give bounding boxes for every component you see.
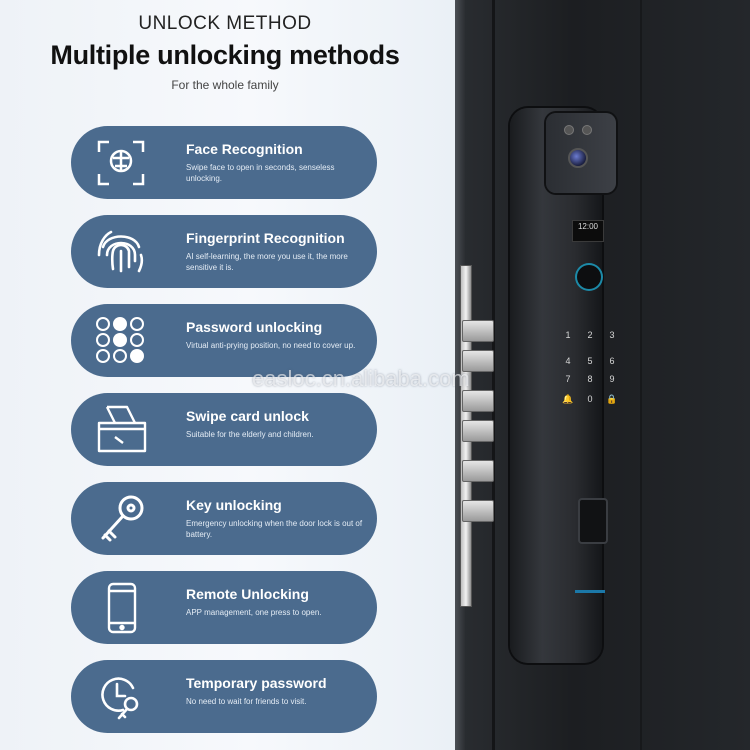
- keypad-key[interactable]: 1: [565, 330, 571, 340]
- method-description: AI self-learning, the more you use it, t…: [186, 252, 348, 272]
- keypad-key[interactable]: 4: [565, 356, 571, 366]
- lock-icon[interactable]: 🔒: [606, 394, 618, 404]
- ir-sensor: [564, 125, 574, 135]
- keypad-key[interactable]: 7: [565, 374, 571, 384]
- keypad-icon: [96, 317, 144, 363]
- method-fingerprint: Fingerprint Recognition AI self-learning…: [71, 215, 377, 288]
- keypad-key[interactable]: 6: [609, 356, 615, 366]
- fingerprint-sensor[interactable]: [577, 265, 601, 289]
- keypad-key[interactable]: 9: [609, 374, 615, 384]
- face-recognition-icon: [97, 140, 145, 186]
- latch-bolt: [462, 350, 494, 372]
- method-description: APP management, one press to open.: [186, 608, 322, 617]
- method-title: Remote Unlocking: [186, 586, 309, 602]
- latch-bolt: [462, 460, 494, 482]
- page-title: Multiple unlocking methods: [50, 40, 400, 70]
- method-description: Suitable for the elderly and children.: [186, 430, 314, 439]
- method-password: Password unlocking Virtual anti-prying p…: [71, 304, 377, 377]
- bell-icon[interactable]: 🔔: [562, 394, 574, 404]
- phone-icon: [107, 582, 137, 634]
- method-title: Swipe card unlock: [186, 408, 309, 424]
- latch-bolt: [462, 500, 494, 522]
- method-description: Virtual anti-prying position, no need to…: [186, 341, 356, 350]
- door-seam: [640, 0, 642, 750]
- method-remote: Remote Unlocking APP management, one pre…: [71, 571, 377, 644]
- camera-lens: [568, 148, 588, 168]
- lock-latch-plate: [458, 265, 494, 607]
- keypad-key[interactable]: 5: [587, 356, 593, 366]
- latch-bolt: [462, 320, 494, 342]
- method-key: Key unlocking Emergency unlocking when t…: [71, 482, 377, 555]
- brand-strip: [575, 590, 605, 593]
- ir-sensor: [582, 125, 592, 135]
- keypad-key[interactable]: 3: [609, 330, 615, 340]
- method-description: Swipe face to open in seconds, senseless…: [186, 163, 335, 183]
- page-subtitle: For the whole family: [171, 78, 279, 92]
- method-description: No need to wait for friends to visit.: [186, 697, 307, 706]
- method-temporary-password: Temporary password No need to wait for f…: [71, 660, 377, 733]
- fingerprint-icon: [97, 230, 144, 273]
- method-title: Temporary password: [186, 675, 327, 691]
- keypad-key[interactable]: 2: [587, 330, 593, 340]
- method-title: Password unlocking: [186, 319, 323, 335]
- lock-camera-module: [546, 113, 616, 193]
- keypad-key[interactable]: 8: [587, 374, 593, 384]
- temporary-password-icon: [101, 677, 139, 720]
- method-title: Fingerprint Recognition: [186, 230, 345, 246]
- lock-handle-grip[interactable]: [578, 498, 608, 544]
- latch-bolt: [462, 420, 494, 442]
- method-swipe-card: Swipe card unlock Suitable for the elder…: [71, 393, 377, 466]
- keypad-key[interactable]: 0: [587, 394, 593, 404]
- method-face-recognition: Face Recognition Swipe face to open in s…: [71, 126, 377, 199]
- lock-display: 12:00: [572, 220, 604, 242]
- door-seam: [492, 0, 495, 750]
- card-icon: [97, 405, 147, 453]
- method-description: Emergency unlocking when the door lock i…: [186, 519, 363, 539]
- method-title: Key unlocking: [186, 497, 282, 513]
- latch-bolt: [462, 390, 494, 412]
- watermark: easloc.cn.alibaba.com: [252, 366, 470, 391]
- section-label: UNLOCK METHOD: [138, 13, 312, 34]
- method-title: Face Recognition: [186, 141, 303, 157]
- key-icon: [101, 495, 144, 542]
- smart-lock-body: [510, 108, 602, 663]
